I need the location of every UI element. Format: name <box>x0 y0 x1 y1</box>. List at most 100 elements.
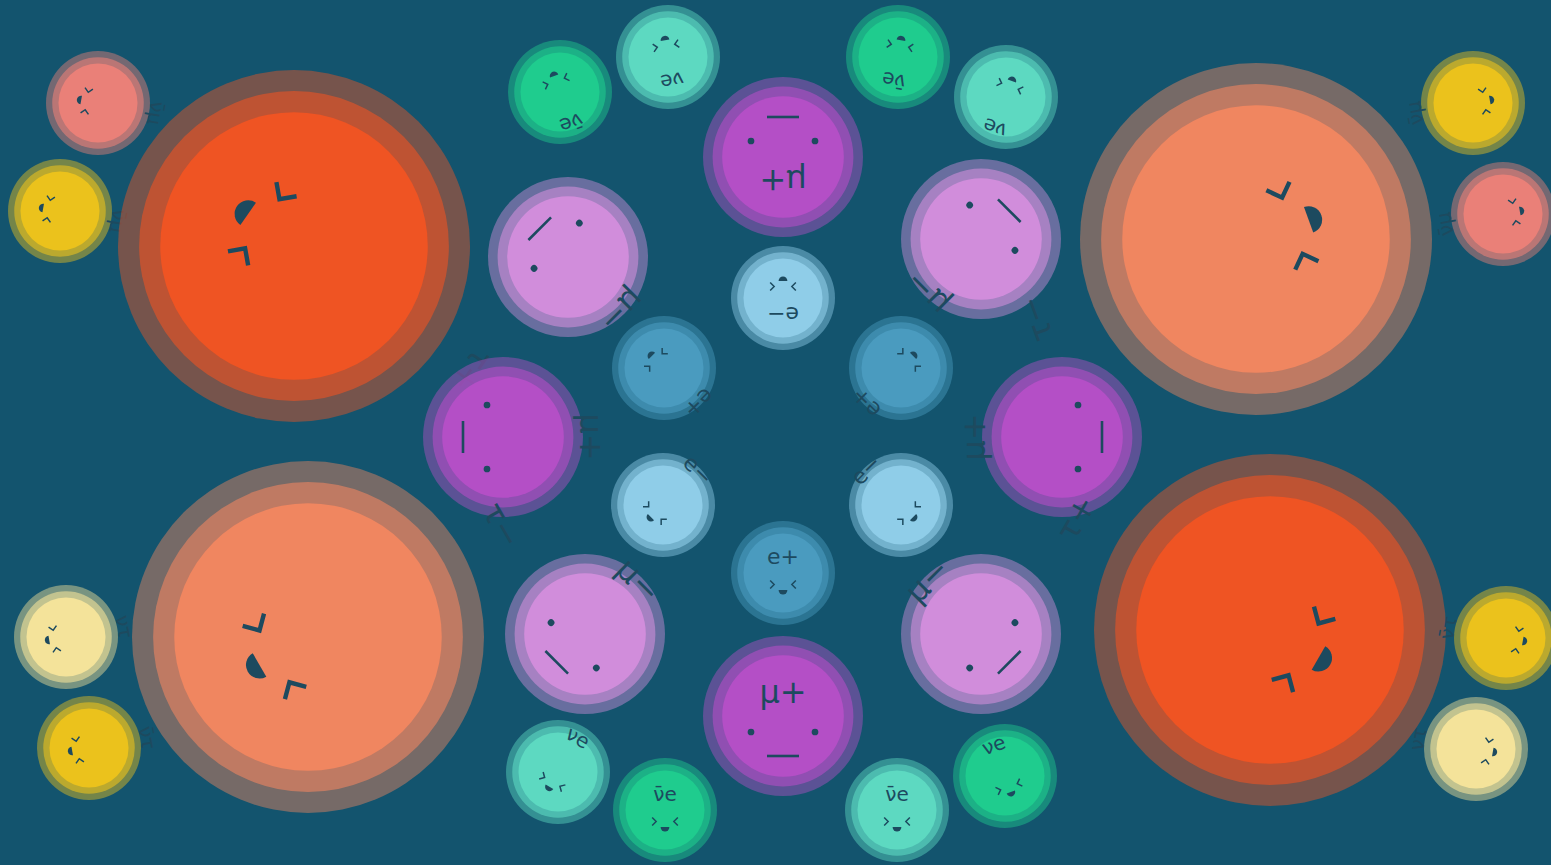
face <box>0 151 120 271</box>
particle-circle: τ+ <box>118 70 470 422</box>
particle-circle: μ− <box>901 554 1061 714</box>
particle-rings <box>506 720 610 824</box>
particle-circle: e+ <box>731 521 835 625</box>
face <box>472 521 698 747</box>
particle-face-group: e− <box>731 246 835 350</box>
particle-label: e− <box>653 426 742 515</box>
face <box>845 758 949 862</box>
particle-rings <box>1094 454 1446 806</box>
particle-rings <box>46 51 150 155</box>
particle-circle: e− <box>611 453 715 557</box>
particle-circle: e+ <box>849 316 953 420</box>
face <box>590 294 737 441</box>
face <box>487 701 629 843</box>
face <box>1413 43 1533 163</box>
particle-face-group: ν̄μ <box>0 151 120 271</box>
particle-label: e− <box>822 426 911 515</box>
particle-circle: ν̄τ <box>1454 586 1551 690</box>
particle-label: νe <box>619 62 725 100</box>
particle-rings <box>703 77 863 237</box>
particle-rings <box>1421 51 1525 155</box>
face <box>493 25 626 158</box>
particle-label: ν̄e <box>613 784 717 804</box>
particle-rings <box>1424 697 1528 801</box>
particle-circle: τ+ <box>1094 454 1446 806</box>
face <box>423 357 583 517</box>
particle-label: μ+ <box>958 357 990 517</box>
particle-label: ν̄μ <box>1426 171 1464 277</box>
particle-circle: νe <box>506 720 610 824</box>
particle-circle: μ+ <box>703 77 863 237</box>
face <box>838 0 958 117</box>
particle-face-group: μ+ <box>703 636 863 796</box>
particle-rings <box>703 636 863 796</box>
particle-circle: ν̄e <box>845 758 949 862</box>
particle-label: νe <box>942 101 1047 155</box>
particle-circle: ν̄e <box>508 40 612 144</box>
particle-circle: ν̄e <box>613 758 717 862</box>
particle-label: ν̄e <box>841 62 947 100</box>
particle-face-group: ν̄τ <box>1446 578 1551 698</box>
particle-rings <box>132 461 484 813</box>
particle-face-group: ν̄μ <box>1443 154 1551 274</box>
face <box>38 43 158 163</box>
face <box>608 0 728 117</box>
particle-face-group: μ− <box>868 521 1094 747</box>
face <box>1416 689 1536 809</box>
particle-circle: ν̄e <box>846 5 950 109</box>
particle-circle: τ− <box>1080 63 1432 415</box>
particle-label: e+ <box>822 358 911 447</box>
face <box>827 294 974 441</box>
face <box>939 30 1072 163</box>
particle-rings <box>8 159 112 263</box>
particle-circle: e− <box>731 246 835 350</box>
particle-rings <box>846 5 950 109</box>
particle-face-group: νe <box>939 30 1072 163</box>
particle-circle: νe <box>953 724 1057 828</box>
particle-circle: ν̄μ <box>1451 162 1551 266</box>
particle-label: e+ <box>731 546 835 568</box>
particle-circle: μ− <box>505 554 665 714</box>
particle-face-group: ν̄τ <box>29 688 149 808</box>
particle-label: e+ <box>654 358 743 447</box>
particle-rings <box>616 5 720 109</box>
particle-circle: ντ <box>14 585 118 689</box>
particle-circle: μ− <box>488 177 648 337</box>
particle-circle: e− <box>849 453 953 557</box>
particle-rings <box>613 758 717 862</box>
particle-face-group: μ+ <box>423 357 583 517</box>
particle-face-group: ν̄μ <box>38 43 158 163</box>
particle-face-group: e+ <box>731 521 835 625</box>
particle-rings <box>845 758 949 862</box>
face <box>1443 154 1551 274</box>
particle-label: νe <box>941 718 1046 772</box>
face <box>613 758 717 862</box>
particle-rings <box>37 696 141 800</box>
particle-face-group: ν̄e <box>845 758 949 862</box>
particle-face-group: τ− <box>68 397 549 865</box>
particle-circle: μ+ <box>982 357 1142 517</box>
particle-rings <box>14 585 118 689</box>
particle-circle: ν̄τ <box>37 696 141 800</box>
particle-circle: μ+ <box>423 357 583 517</box>
particle-face-group: μ− <box>472 521 698 747</box>
particle-face-group: νe <box>938 709 1071 842</box>
particle-label: μ+ <box>703 165 863 197</box>
particle-face-group: μ+ <box>982 357 1142 517</box>
particle-circle: νe <box>616 5 720 109</box>
face <box>868 521 1094 747</box>
particle-rings <box>423 357 583 517</box>
particle-face-group: e+ <box>590 294 737 441</box>
particle-rings <box>982 357 1142 517</box>
particle-label: μ+ <box>575 357 607 517</box>
face <box>982 357 1142 517</box>
particle-circle: ν̄μ <box>46 51 150 155</box>
particle-face-group: ν̄e <box>613 758 717 862</box>
particle-circle: e+ <box>612 316 716 420</box>
face <box>731 521 835 625</box>
particle-label: μ+ <box>703 676 863 708</box>
particle-rings <box>1451 162 1551 266</box>
face <box>1446 578 1551 698</box>
particle-face-group: νe <box>608 0 728 117</box>
